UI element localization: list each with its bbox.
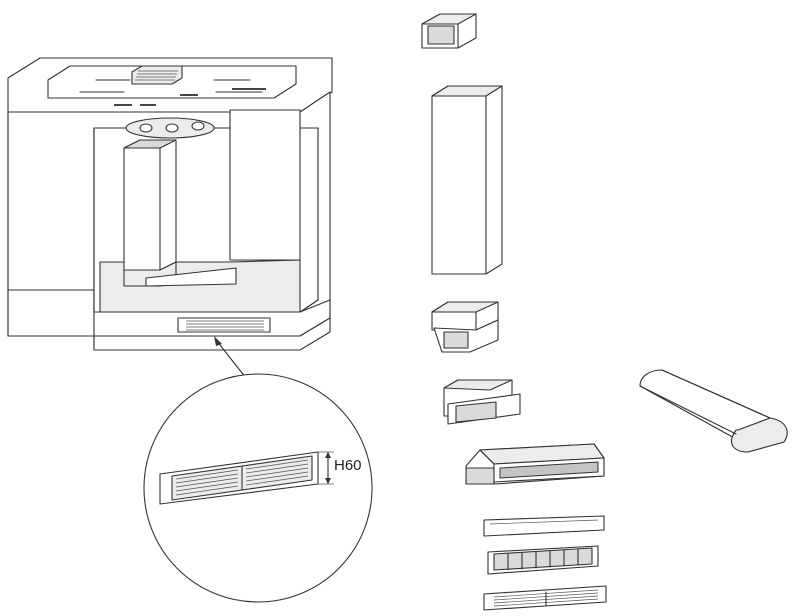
fan-bolt	[191, 121, 205, 131]
cabinet-duct-outlet	[145, 267, 237, 287]
cabinet-duct	[123, 139, 177, 271]
duct-transition-adapter	[431, 301, 499, 353]
fan-bolt	[165, 123, 179, 133]
plinth-mounting-frame	[465, 443, 605, 485]
dimension-label: H60	[334, 457, 362, 474]
plinth-cover-plate	[483, 515, 605, 537]
hob-extractor-grille	[131, 65, 183, 85]
plinth-grille-small	[177, 317, 271, 333]
fan-bolt	[139, 123, 153, 133]
hob-extractor-slots	[135, 70, 178, 81]
duct-bend-adapter	[443, 379, 521, 425]
plinth-grille-part	[483, 585, 607, 611]
cabinet-duct-top	[123, 139, 177, 149]
plinth-grille-small-slots	[186, 320, 264, 331]
plinth-grille-callout: H60	[143, 373, 373, 603]
hob-controls	[114, 88, 266, 106]
height-dimension	[318, 451, 334, 485]
cabinet-assembly	[7, 57, 333, 351]
vertical-duct	[431, 85, 503, 275]
flat-duct-section	[639, 369, 788, 453]
callout-grille-slots	[175, 459, 309, 496]
duct-elbow-top	[421, 13, 477, 49]
plinth-vent-insert	[487, 545, 599, 575]
cabinet-back-panel	[229, 109, 301, 261]
callout-leader	[214, 336, 247, 379]
